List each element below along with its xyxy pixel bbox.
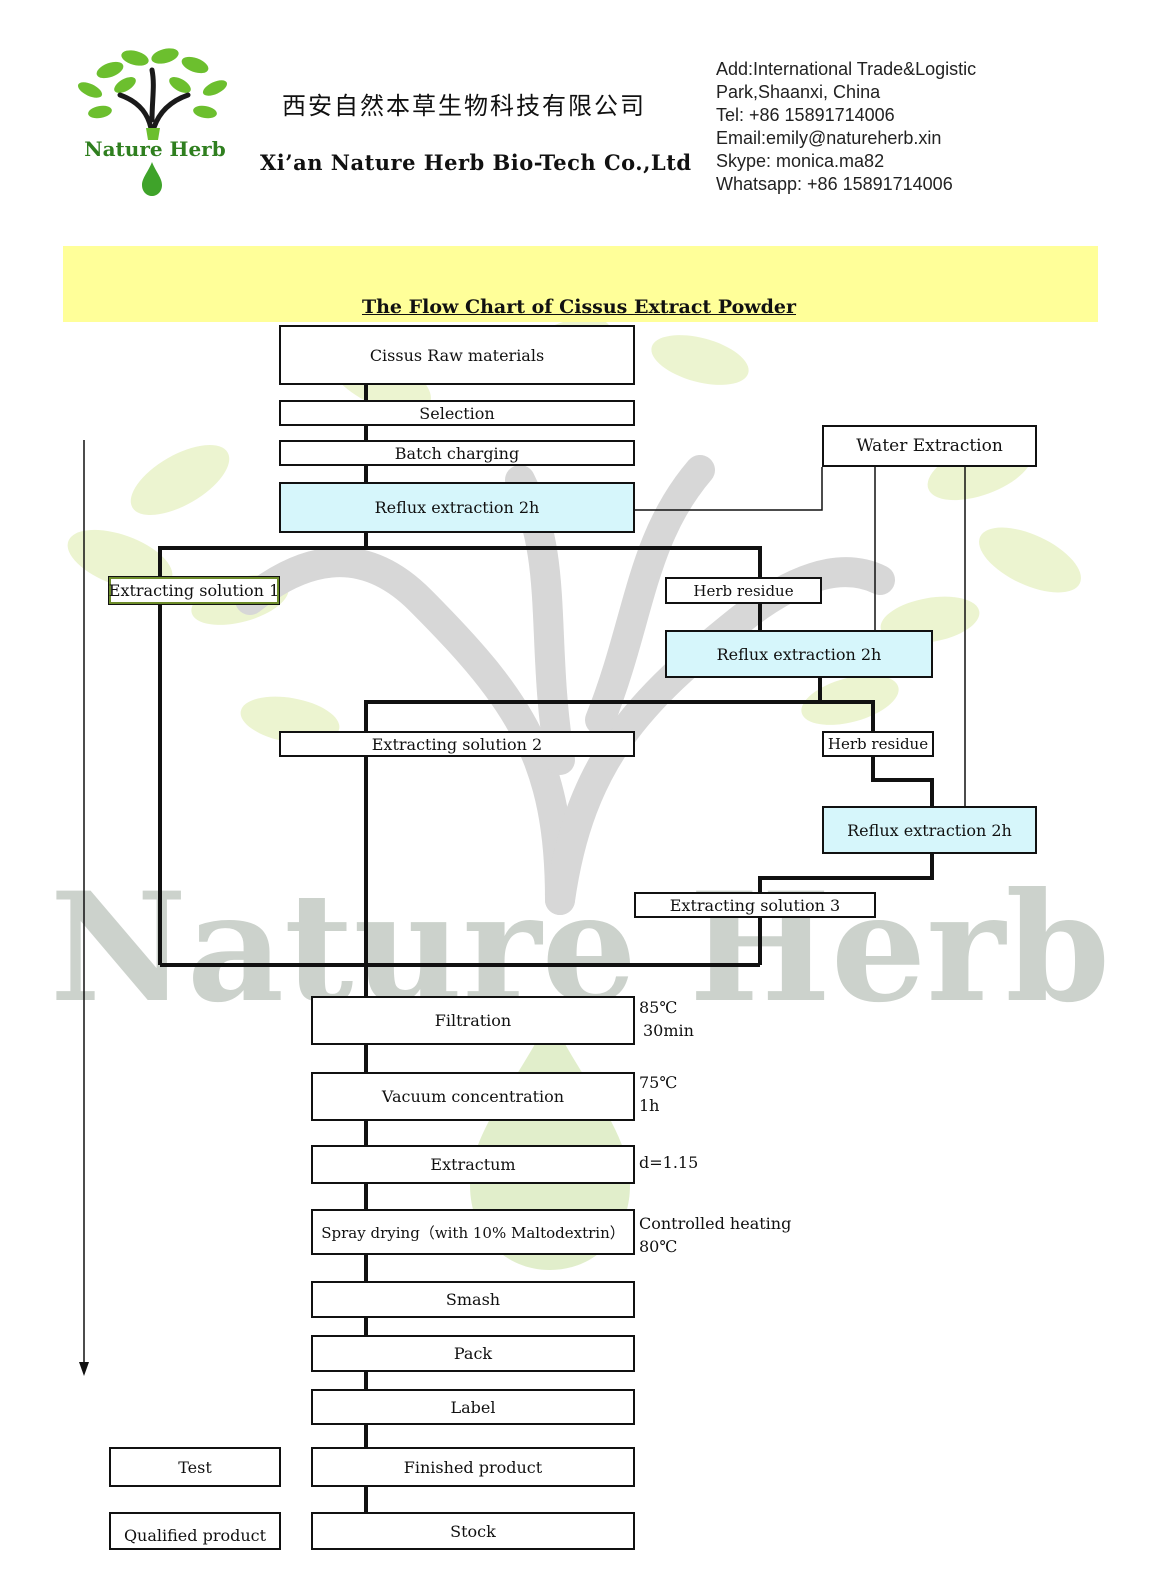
note-spray-drying: Controlled heating 80℃ [639, 1212, 791, 1258]
logo-tree-icon: Nature Herb [77, 48, 228, 196]
box-reflux-extraction-2: Reflux extraction 2h [665, 630, 933, 678]
box-water-extraction: Water Extraction [822, 425, 1037, 467]
note-filtration: 85℃ 30min [639, 996, 694, 1042]
box-extracting-solution-1: Extracting solution 1 [108, 576, 280, 605]
box-spray-drying: Spray drying（with 10% Maltodextrin） [311, 1209, 635, 1255]
logo-drop-icon [142, 162, 162, 196]
box-selection: Selection [279, 400, 635, 426]
box-stock: Stock [311, 1512, 635, 1550]
note-spray-heating: Controlled heating [639, 1214, 792, 1233]
box-qualified-product: Qualified product [109, 1512, 281, 1550]
box-reflux-extraction-3: Reflux extraction 2h [822, 806, 1037, 854]
contact-whatsapp: Whatsapp: +86 15891714006 [716, 174, 953, 194]
box-pack: Pack [311, 1335, 635, 1372]
logo-text: Nature Herb [84, 137, 225, 161]
company-name-cn: 西安自然本草生物科技有限公司 [282, 92, 646, 120]
box-vacuum-concentration: Vacuum concentration [311, 1072, 635, 1121]
contact-skype: Skype: monica.ma82 [716, 151, 885, 171]
note-spray-temp: 80℃ [639, 1237, 678, 1256]
note-vacuum: 75℃ 1h [639, 1071, 677, 1117]
box-finished-product: Finished product [311, 1447, 635, 1487]
box-raw-materials: Cissus Raw materials [279, 325, 635, 385]
watermark-tree [235, 455, 895, 915]
note-vacuum-time: 1h [639, 1096, 660, 1115]
company-name-en: Xi’an Nature Herb Bio-Tech Co.,Ltd [260, 150, 692, 175]
contact-address-2: Park,Shaanxi, China [716, 82, 881, 102]
watermark-drop [470, 1015, 630, 1270]
contact-email: Email:emily@natureherb.xin [716, 128, 942, 148]
box-extractum: Extractum [311, 1145, 635, 1184]
box-extracting-solution-3: Extracting solution 3 [634, 892, 876, 918]
box-extracting-solution-2: Extracting solution 2 [279, 731, 635, 757]
contact-address-1: Add:International Trade&Logistic [716, 59, 977, 79]
note-filtration-time: 30min [643, 1021, 694, 1040]
note-filtration-temp: 85℃ [639, 998, 678, 1017]
flow-chart-title: The Flow Chart of Cissus Extract Powder [361, 296, 797, 318]
box-herb-residue-1: Herb residue [665, 577, 822, 604]
box-smash: Smash [311, 1281, 635, 1318]
box-herb-residue-2: Herb residue [822, 731, 934, 757]
note-extractum-density: d=1.15 [639, 1153, 699, 1172]
contact-tel: Tel: +86 15891714006 [716, 105, 895, 125]
box-label: Label [311, 1389, 635, 1425]
note-vacuum-temp: 75℃ [639, 1073, 678, 1092]
box-reflux-extraction-1: Reflux extraction 2h [279, 482, 635, 533]
box-batch-charging: Batch charging [279, 440, 635, 466]
title-band [63, 246, 1098, 322]
company-logo: Nature Herb [70, 40, 240, 200]
water-extraction-lines [634, 467, 966, 806]
contact-info: Add:International Trade&Logistic Park,Sh… [716, 58, 976, 196]
flow-connectors [158, 385, 934, 1512]
box-test: Test [109, 1447, 281, 1487]
process-arrow [79, 440, 89, 1376]
box-filtration: Filtration [311, 996, 635, 1045]
